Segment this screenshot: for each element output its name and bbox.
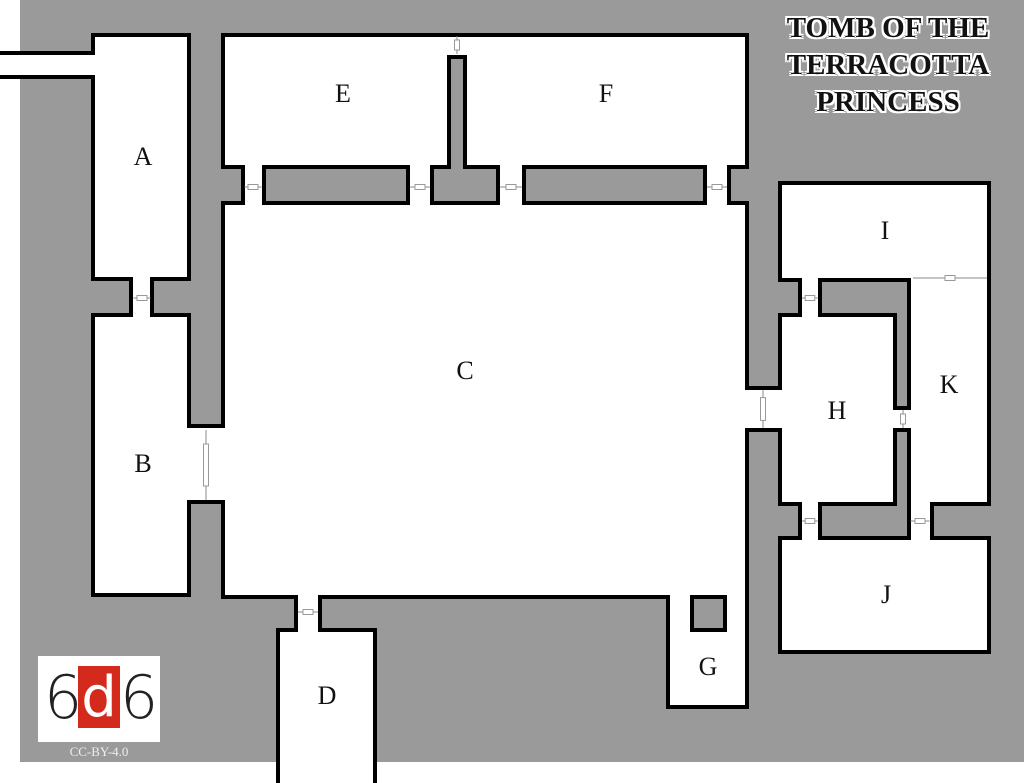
door (454, 39, 460, 51)
door (760, 397, 766, 421)
door (247, 184, 259, 190)
door (711, 184, 723, 190)
door (203, 443, 209, 487)
map-title: TOMB OF THE TERRACOTTA PRINCESS (768, 10, 1008, 121)
room-label-i: I (881, 216, 890, 245)
door (804, 518, 816, 524)
door (136, 295, 148, 301)
title-line-3: PRINCESS (816, 86, 960, 118)
door (944, 275, 956, 281)
floor-area (225, 37, 447, 165)
door (804, 295, 816, 301)
logo-six-right: 6 (120, 663, 159, 733)
floor-area (670, 632, 745, 705)
floor-area (467, 37, 745, 165)
floor-area (225, 205, 745, 595)
floor-areas (0, 37, 987, 783)
room-label-g: G (699, 652, 718, 681)
room-label-f: F (599, 79, 613, 108)
room-label-h: H (828, 396, 847, 425)
room-label-b: B (134, 449, 151, 478)
room-label-c: C (456, 356, 473, 385)
license-label: CC-BY-4.0 (69, 744, 129, 759)
room-label-a: A (134, 142, 153, 171)
logo-d: d (78, 666, 120, 730)
floor-area (0, 55, 95, 75)
title-line-2: TERRACOTTA (786, 49, 990, 81)
door (302, 609, 314, 615)
room-label-d: D (318, 681, 337, 710)
room-label-k: K (940, 370, 959, 399)
floor-area (911, 278, 987, 502)
logo-six-left: 6 (44, 663, 83, 733)
6d6-logo: 6 d 6 (38, 656, 160, 742)
room-label-j: J (881, 580, 891, 609)
floor-area (782, 540, 987, 650)
title-line-1: TOMB OF THE (786, 12, 990, 44)
floor-area (95, 37, 187, 277)
floor-area (782, 185, 987, 278)
floor-area (280, 632, 373, 783)
floor-area (95, 317, 187, 593)
door (900, 413, 906, 425)
floor-area (782, 317, 893, 502)
door (914, 518, 926, 524)
room-label-e: E (335, 79, 351, 108)
door (414, 184, 426, 190)
door (505, 184, 517, 190)
doors (133, 36, 987, 615)
room-labels: A B C D E F G H I J K (134, 79, 959, 710)
